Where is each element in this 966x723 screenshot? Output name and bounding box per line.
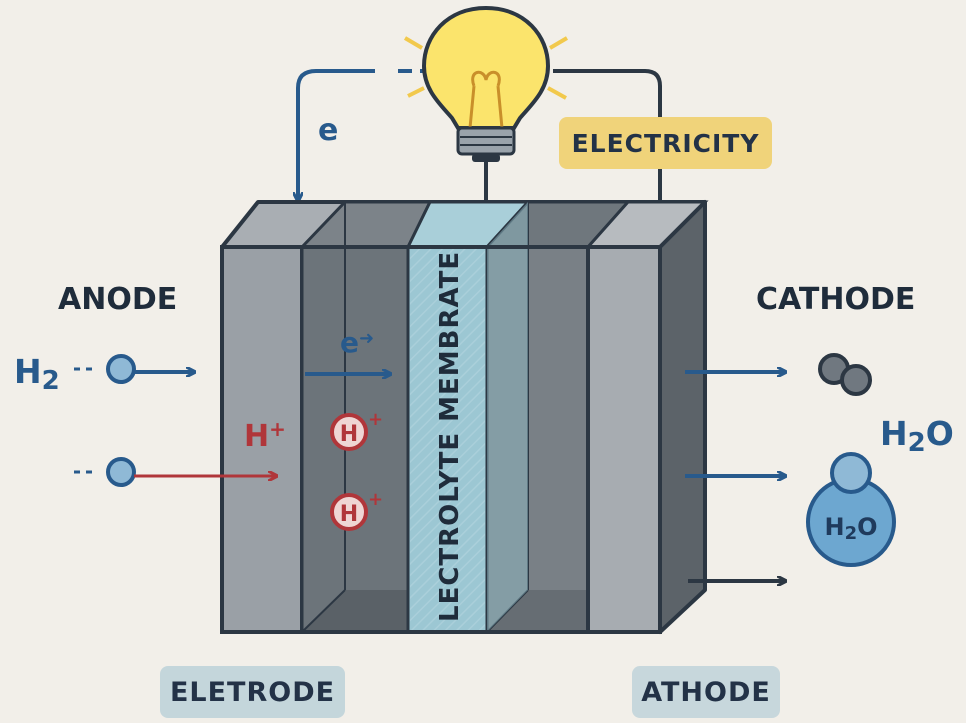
hydrogen-ion-2: H + [330, 489, 383, 531]
hydrogen-input: H2 [14, 352, 194, 396]
right-electrode-label: ATHODE [632, 666, 780, 718]
membrane-label: LECTROLYTE MEMBRATE [435, 251, 465, 622]
h2-label: H2 [14, 352, 60, 396]
svg-text:H: H [340, 422, 358, 447]
proton-label: H+ [244, 417, 286, 454]
svg-text:H2O: H2O [824, 513, 877, 544]
proton-input [74, 457, 276, 487]
top-electron-label: e [318, 113, 338, 148]
h2o-label: H2O [880, 414, 954, 458]
hydrogen-molecule-icon [818, 353, 872, 396]
anode-label: ANODE [58, 282, 177, 317]
cathode-label: CATHODE [756, 282, 915, 317]
svg-text:+: + [368, 409, 383, 430]
svg-text:+: + [368, 489, 383, 510]
lightbulb-icon [403, 5, 569, 162]
water-molecule-icon: H2O [806, 452, 896, 567]
inner-electron-label: e➜ [340, 326, 374, 359]
svg-text:H: H [340, 502, 358, 527]
fuel-cell-box [220, 200, 709, 634]
electricity-badge: ELECTRICITY [559, 117, 772, 169]
hydrogen-ion-1: H + [330, 409, 383, 451]
left-electrode-label: ELETRODE [160, 666, 345, 718]
external-circuit [298, 69, 662, 222]
